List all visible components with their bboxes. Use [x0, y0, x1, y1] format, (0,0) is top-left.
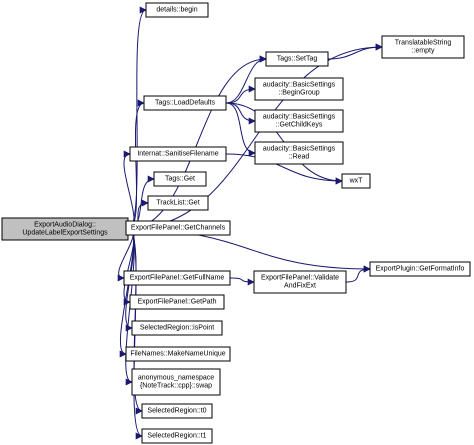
- node-label: Tags::Get: [165, 176, 195, 183]
- node-box: [254, 141, 344, 165]
- node-box: [141, 403, 213, 419]
- node-tags-get[interactable]: Tags::Get: [153, 171, 207, 187]
- node-box: [141, 428, 213, 444]
- node-label: ExportFilePanel::GetFullName: [130, 275, 225, 282]
- node-label: TranslatableString: [395, 40, 452, 47]
- edge-tags_loaddefaults-to-begingroup: [225, 85, 256, 104]
- node-getfullname[interactable]: ExportFilePanel::GetFullName: [123, 270, 231, 286]
- node-label: ::GetChildKeys: [276, 122, 323, 129]
- node-t1[interactable]: SelectedRegion::t1: [141, 428, 213, 444]
- node-label: ExportFilePanel::GetChannels: [131, 225, 226, 232]
- node-getformatinfo[interactable]: ExportPlugin::GetFormatInfo: [369, 261, 471, 277]
- node-label: ::Read: [289, 154, 310, 161]
- node-ispoint[interactable]: SelectedRegion::isPoint: [131, 320, 223, 336]
- node-getchannels[interactable]: ExportFilePanel::GetChannels: [125, 220, 231, 236]
- node-box: [254, 109, 344, 133]
- node-t0[interactable]: SelectedRegion::t0: [141, 403, 213, 419]
- node-label: {NoteTrack::cpp}::swap: [140, 383, 212, 390]
- edge-sanitise-to-wxt: [225, 153, 343, 185]
- node-tracklist-get[interactable]: TrackList::Get: [147, 195, 209, 211]
- node-label: SelectedRegion::t0: [147, 408, 206, 415]
- node-sanitise[interactable]: Internat::SanitiseFilename: [129, 146, 227, 162]
- node-getchildkeys[interactable]: audacity::BasicSettings::GetChildKeys: [254, 109, 344, 133]
- node-label: ExportFilePanel::GetPath: [138, 299, 217, 306]
- node-label: TrackList::Get: [156, 200, 199, 207]
- node-tags-loaddefaults[interactable]: Tags::LoadDefaults: [143, 95, 227, 111]
- node-details-begin[interactable]: details::begin: [145, 2, 209, 18]
- node-label: Tags::LoadDefaults: [155, 100, 215, 107]
- node-box: [125, 346, 231, 362]
- node-label: ExportAudioDialog::: [34, 222, 96, 229]
- node-box: [153, 171, 207, 187]
- node-label: UpdateLabelExportSettings: [22, 230, 108, 237]
- node-label: SelectedRegion::isPoint: [140, 325, 214, 332]
- node-label: ExportPlugin::GetFormatInfo: [376, 266, 465, 273]
- node-label: audacity::BasicSettings: [263, 114, 336, 121]
- edge-getfullname-to-validate: [229, 277, 255, 286]
- node-ts-empty[interactable]: TranslatableString::empty: [381, 35, 465, 59]
- node-box: [131, 368, 221, 396]
- node-label: ::BeginGroup: [278, 90, 319, 97]
- node-label: Tags::SetTag: [277, 56, 318, 63]
- edge-root-to-tags_loaddefaults: [127, 99, 145, 230]
- node-label: audacity::BasicSettings: [263, 146, 336, 153]
- edge-tags_loaddefaults-to-tags_settag: [225, 55, 267, 104]
- node-label: ::empty: [412, 48, 435, 55]
- node-tags-settag[interactable]: Tags::SetTag: [265, 51, 329, 67]
- edge-tags_loaddefaults-to-getchildkeys: [225, 102, 256, 125]
- node-box: [145, 2, 209, 18]
- node-label: Internat::SanitiseFilename: [137, 151, 218, 158]
- node-box: [129, 146, 227, 162]
- node-getpath[interactable]: ExportFilePanel::GetPath: [129, 294, 225, 310]
- node-label: anonymous_namespace: [138, 375, 214, 382]
- node-label: audacity::BasicSettings: [263, 82, 336, 89]
- node-box: [147, 195, 209, 211]
- node-box: [129, 294, 225, 310]
- node-box: [125, 220, 231, 236]
- edge-tags_settag-to-ts_empty: [327, 43, 383, 60]
- node-box: [123, 270, 231, 286]
- edge-tags_loaddefaults-to-read: [225, 102, 256, 157]
- node-box: [254, 77, 344, 101]
- node-makenameunique[interactable]: FileNames::MakeNameUnique: [125, 346, 231, 362]
- node-box: [369, 261, 471, 277]
- node-wxt[interactable]: wxT: [341, 173, 371, 189]
- edge-validate-to-getformatinfo: [345, 265, 371, 283]
- node-root[interactable]: ExportAudioDialog::UpdateLabelExportSett…: [1, 217, 129, 241]
- node-label: SelectedRegion::t1: [147, 433, 206, 440]
- node-box: [253, 270, 347, 294]
- node-box: [143, 95, 227, 111]
- node-box: [381, 35, 465, 59]
- node-begingroup[interactable]: audacity::BasicSettings::BeginGroup: [254, 77, 344, 101]
- node-box: [265, 51, 329, 67]
- node-label: wxT: [349, 178, 364, 185]
- node-label: AndFixExt: [284, 283, 316, 290]
- node-box: [131, 320, 223, 336]
- node-read[interactable]: audacity::BasicSettings::Read: [254, 141, 344, 165]
- node-label: ExportFilePanel::Validate: [261, 275, 339, 282]
- edge-root-to-ts_empty: [127, 43, 383, 230]
- node-label: details::begin: [156, 7, 197, 14]
- node-box: [341, 173, 371, 189]
- node-label: FileNames::MakeNameUnique: [130, 351, 225, 358]
- node-swap[interactable]: anonymous_namespace{NoteTrack::cpp}::swa…: [131, 368, 221, 396]
